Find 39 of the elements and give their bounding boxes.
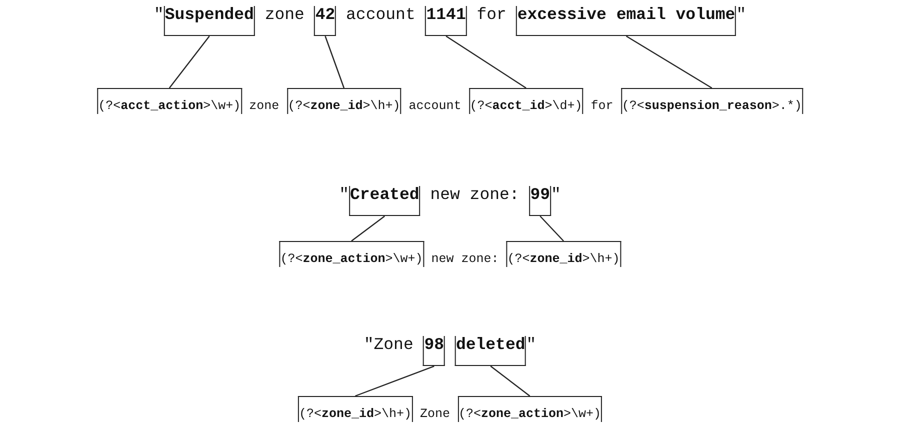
bracketed-capture-group: (?<suspension_reason>.*) [620,88,803,114]
bracketed-sample-text: 98 [423,336,446,366]
literal-text: zone [264,6,304,24]
bracketed-sample-text: excessive email volume [516,6,736,36]
bracketed-capture-group: (?<zone_id>\h+) [506,241,621,267]
connector-line [490,366,530,396]
connector-line [540,216,564,242]
bracketed-sample-text: 42 [314,6,336,36]
literal-text: for [590,100,614,114]
literal-text: "Zone [364,336,414,354]
bracketed-capture-group: (?<zone_action>\w+) [279,241,424,267]
bracketed-capture-group: (?<zone_id>\h+) [286,88,402,114]
literal-text: Zone [420,408,450,422]
bracketed-sample-text: Suspended [164,6,255,36]
connector-line [355,366,434,397]
literal-text: account [346,6,416,24]
bracketed-sample-text: deleted [454,336,526,366]
literal-text: " [154,6,164,24]
literal-text: account [408,100,462,114]
connector-line [351,216,385,242]
literal-text: zone [249,100,280,114]
bracketed-capture-group: (?<acct_action>\w+) [97,88,242,114]
bracketed-capture-group: (?<zone_action>\w+) [458,396,602,422]
literal-text: " [526,336,536,354]
connector-line [626,36,712,89]
bracketed-sample-text: 99 [529,186,552,216]
connector-line [446,36,526,88]
literal-text: new zone: [431,253,499,267]
connector-line [324,36,345,88]
literal-text: " [736,6,746,24]
bracketed-capture-group: (?<zone_id>\h+) [298,396,412,422]
literal-text: " [339,186,349,204]
bracketed-sample-text: Created [348,186,420,216]
bracketed-capture-group: (?<acct_id>\d+) [468,88,584,114]
literal-text: " [551,186,561,204]
literal-text: new zone: [430,186,520,204]
connector-line [168,36,210,88]
bracketed-sample-text: 1141 [425,6,467,36]
literal-text: for [476,6,506,24]
